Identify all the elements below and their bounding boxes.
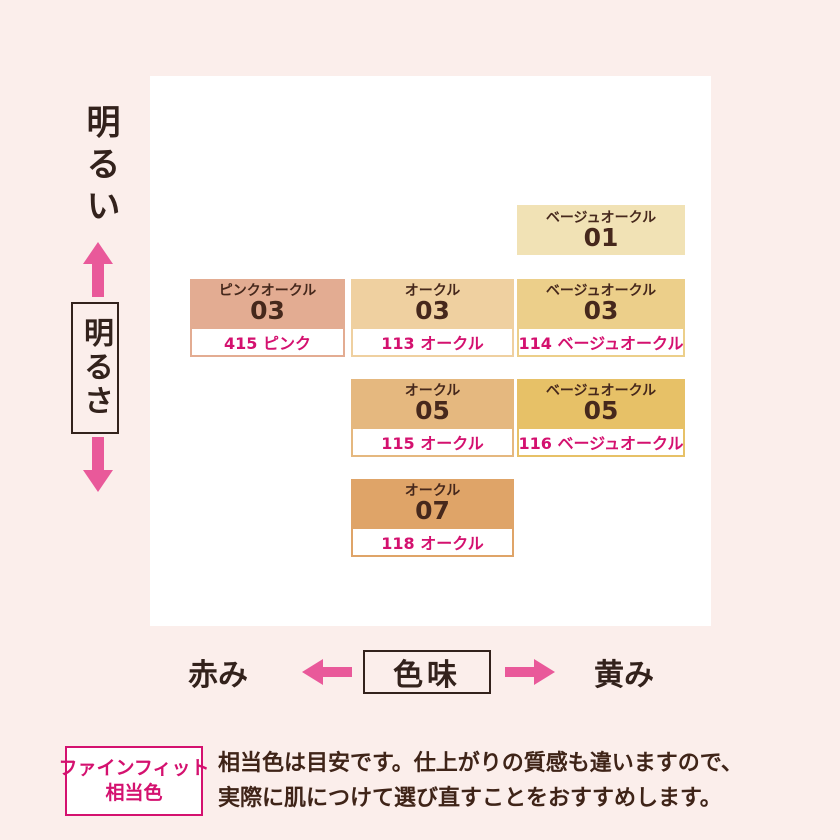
- disclaimer-line1: 相当色は目安です。仕上がりの質感も違いますので、: [218, 751, 743, 776]
- swatch-ochre-07: オークル 07 118 オークル: [351, 479, 514, 557]
- swatch-color-ochre-05: オークル 05: [351, 379, 514, 427]
- arrow-right-icon: [505, 659, 555, 685]
- match-shade-box: 116 ベージュオークル: [517, 427, 685, 457]
- swatch-beige-ochre-01: ベージュオークル 01: [517, 205, 685, 255]
- match-shade-box: 114 ベージュオークル: [517, 327, 685, 357]
- match-shade-label: 415 ピンク: [224, 334, 311, 353]
- swatch-name: ベージュオークル: [545, 383, 657, 399]
- swatch-pink-ochre-03: ピンクオークル 03 415 ピンク: [190, 279, 345, 357]
- match-shade-label: 113 オークル: [381, 334, 484, 353]
- brightness-axis-box: 明るさ: [71, 302, 119, 434]
- match-shade-label: 115 オークル: [381, 434, 484, 453]
- swatch-color-beige-ochre-03: ベージュオークル 03: [517, 279, 685, 327]
- swatch-color-pink-ochre-03: ピンクオークル 03: [190, 279, 345, 327]
- swatch-ochre-03: オークル 03 113 オークル: [351, 279, 514, 357]
- match-shade-label: 118 オークル: [381, 534, 484, 553]
- hue-axis-label: 色味: [393, 658, 461, 693]
- swatch-name: オークル: [404, 483, 461, 499]
- match-shade-box: 113 オークル: [351, 327, 514, 357]
- swatch-beige-ochre-05: ベージュオークル 05 116 ベージュオークル: [517, 379, 685, 457]
- match-shade-box: 115 オークル: [351, 427, 514, 457]
- swatch-number: 05: [415, 396, 450, 425]
- swatch-name: ベージュオークル: [545, 210, 657, 226]
- swatch-name: ピンクオークル: [218, 283, 317, 299]
- finefit-equivalent-box: ファインフィット 相当色: [58, 746, 210, 816]
- brightness-axis-label: 明るさ: [78, 317, 113, 419]
- swatch-number: 01: [583, 223, 619, 252]
- swatch-name: オークル: [404, 383, 461, 399]
- arrow-up-icon: [83, 242, 113, 297]
- swatch-name: ベージュオークル: [545, 283, 657, 299]
- swatch-color-beige-ochre-01: ベージュオークル 01: [517, 205, 685, 255]
- swatch-number: 03: [415, 296, 450, 325]
- swatch-color-beige-ochre-05: ベージュオークル 05: [517, 379, 685, 427]
- swatch-color-ochre-07: オークル 07: [351, 479, 514, 527]
- finefit-label-line2: 相当色: [105, 782, 163, 804]
- brightness-high-label: 明るい: [80, 104, 120, 230]
- swatch-number: 03: [583, 296, 619, 325]
- hue-axis-box: 色味: [363, 650, 491, 694]
- arrow-left-icon: [302, 659, 352, 685]
- swatch-beige-ochre-03: ベージュオークル 03 114 ベージュオークル: [517, 279, 685, 357]
- redness-label: 赤み: [188, 658, 248, 693]
- swatch-name: オークル: [404, 283, 461, 299]
- swatch-ochre-05: オークル 05 115 オークル: [351, 379, 514, 457]
- swatch-number: 07: [415, 496, 450, 525]
- finefit-label-line1: ファインフィット: [58, 757, 210, 779]
- disclaimer-note: 相当色は目安です。仕上がりの質感も違いますので、 実際に肌につけて選び直すことを…: [218, 746, 798, 816]
- swatch-color-ochre-03: オークル 03: [351, 279, 514, 327]
- match-shade-label: 114 ベージュオークル: [518, 334, 684, 353]
- disclaimer-line2: 実際に肌につけて選び直すことをおすすめします。: [218, 786, 722, 811]
- swatch-number: 05: [583, 396, 619, 425]
- match-shade-label: 116 ベージュオークル: [518, 434, 684, 453]
- arrow-down-icon: [83, 437, 113, 492]
- match-shade-box: 415 ピンク: [190, 327, 345, 357]
- swatch-number: 03: [250, 296, 285, 325]
- yellowness-label: 黄み: [594, 658, 654, 693]
- match-shade-box: 118 オークル: [351, 527, 514, 557]
